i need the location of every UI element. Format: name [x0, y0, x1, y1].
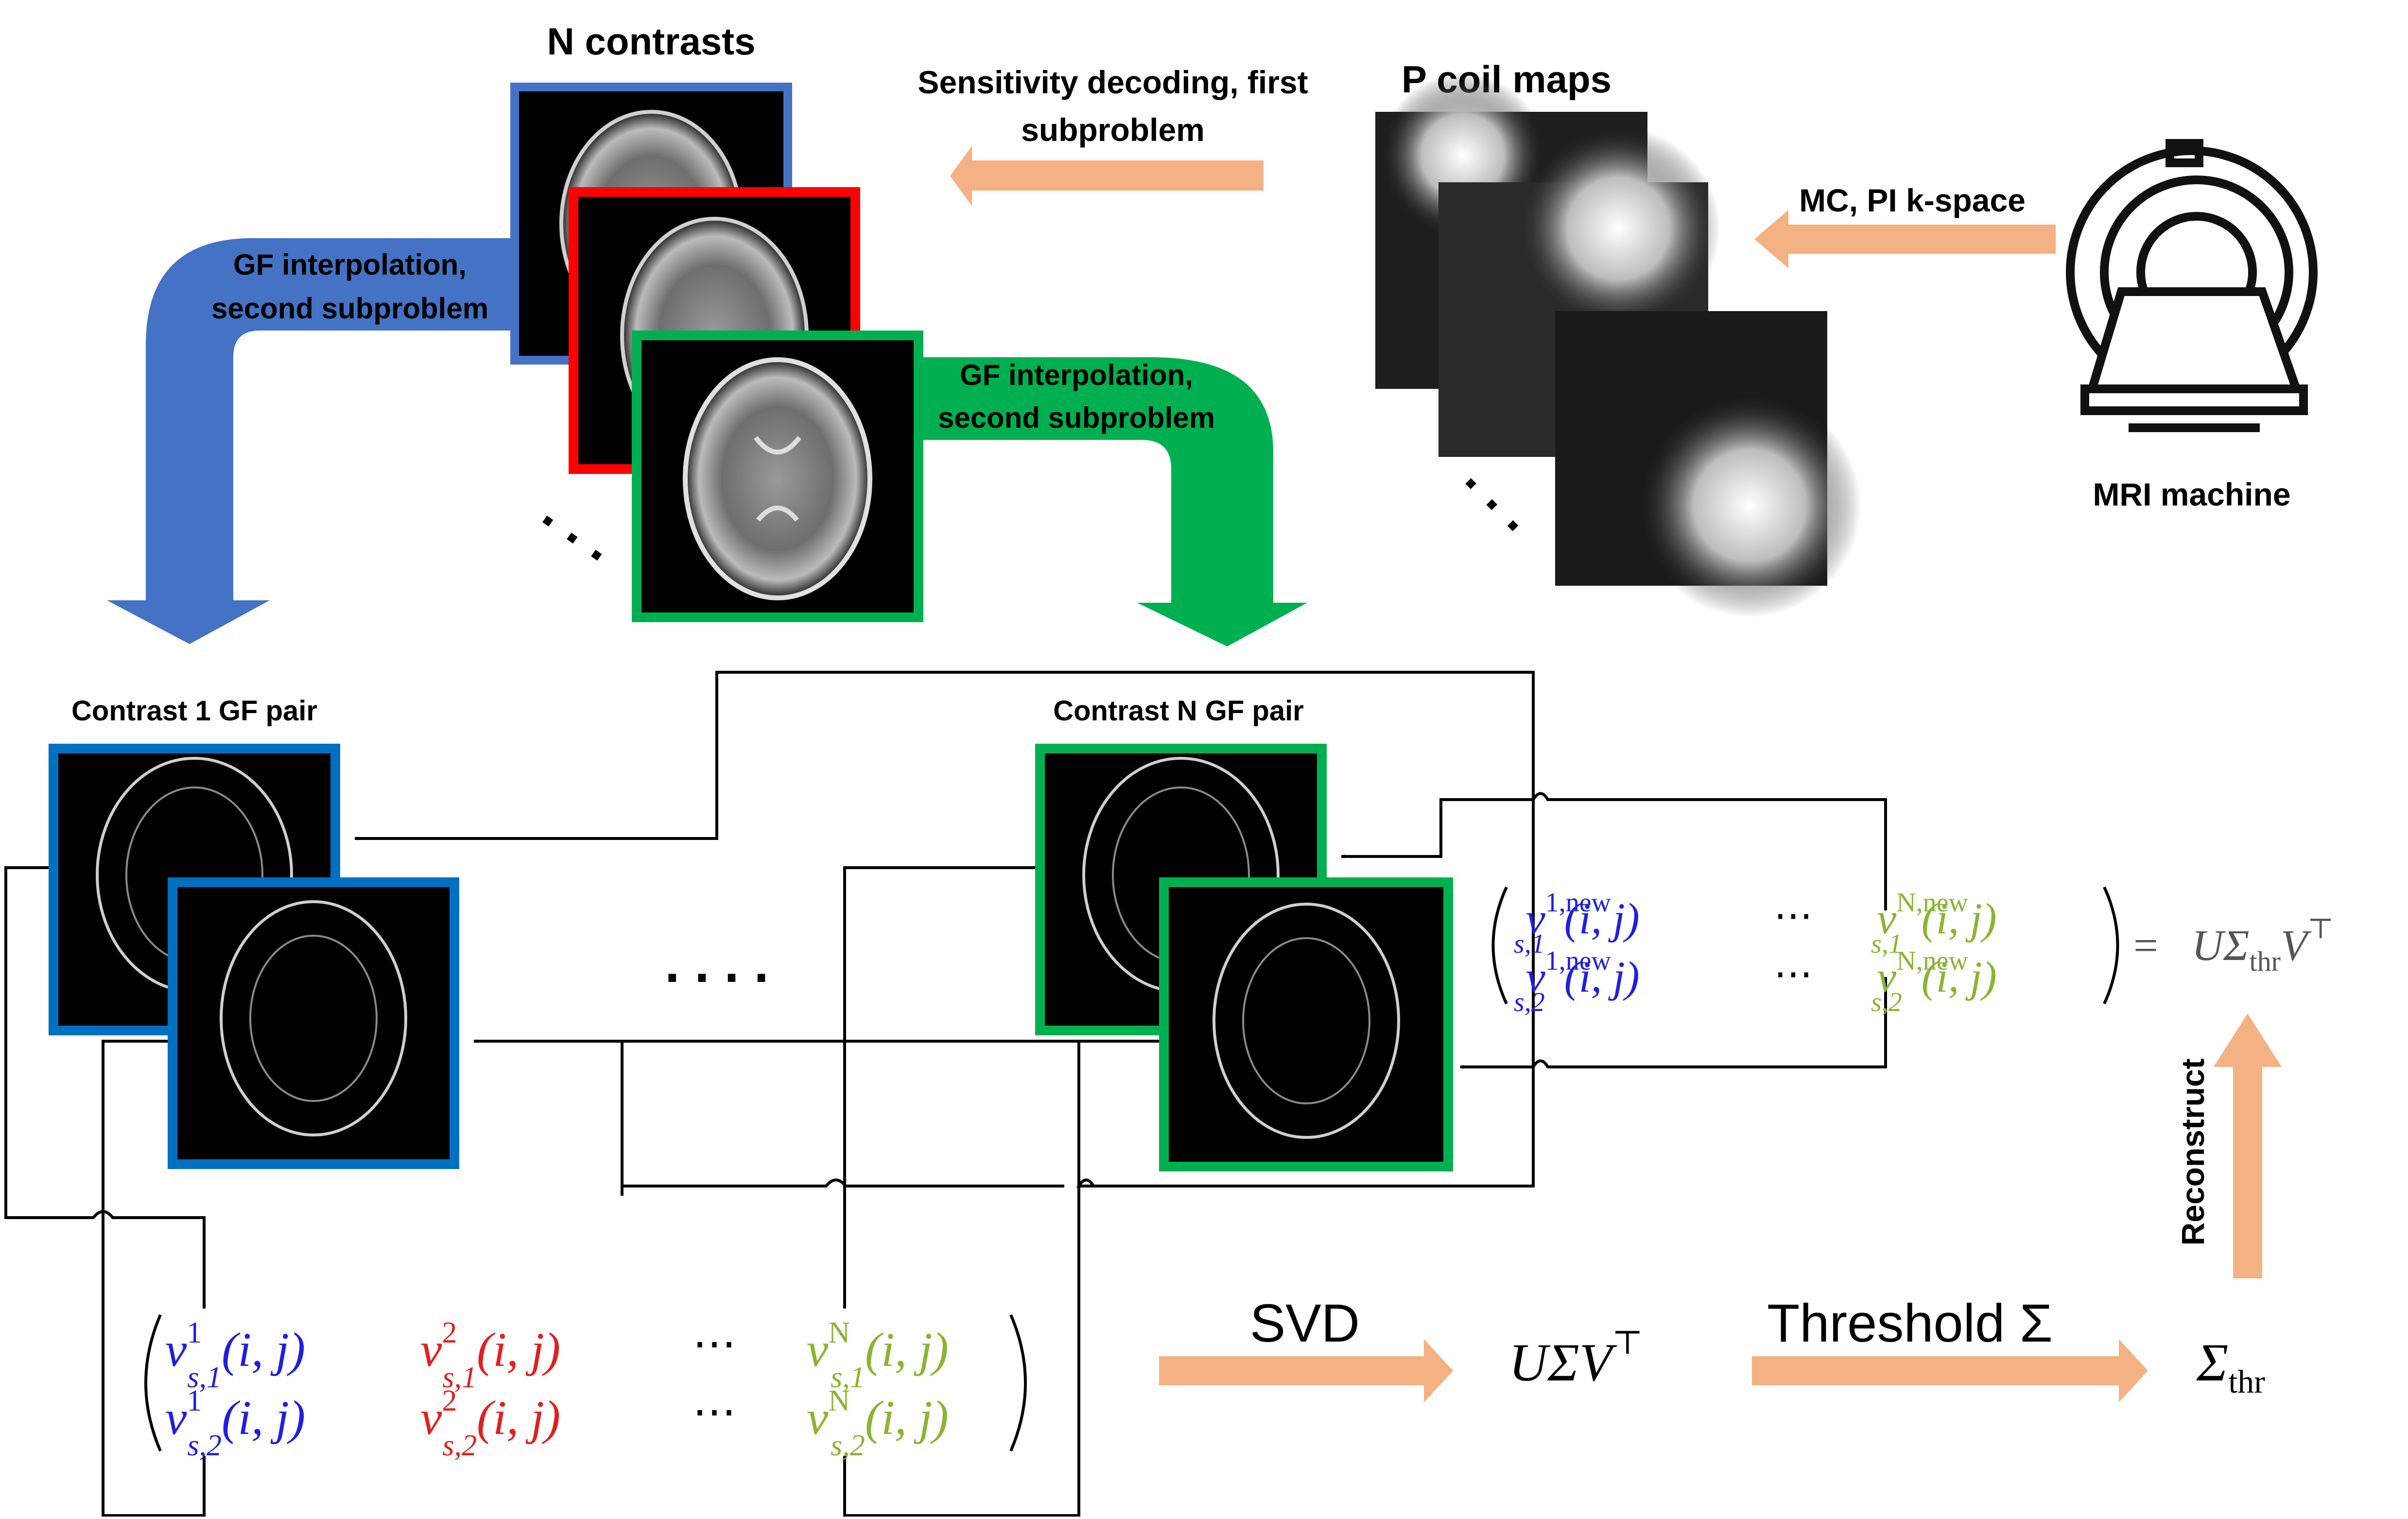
n-contrasts-title: N contrasts	[547, 20, 755, 63]
gf-green-label-1: GF interpolation,	[960, 359, 1193, 391]
sigma-thr: Σthr	[2196, 1333, 2265, 1400]
svg-text:UΣthrV⊤: UΣthrV⊤	[2192, 913, 2334, 977]
svg-text:⋯: ⋯	[1774, 894, 1813, 937]
reconstruct-label: Reconstruct	[2175, 1058, 2211, 1245]
gf-pairN-image-b	[1159, 877, 1453, 1171]
svg-text:=: =	[2133, 922, 2158, 970]
svg-text:⋯: ⋯	[1774, 953, 1813, 995]
svg-text:ν2s,1(i, j): ν2s,1(i, j)	[420, 1316, 560, 1394]
contrast-ellipsis: . . .	[533, 481, 628, 572]
feedback-wires	[4, 671, 1887, 1517]
gf-blue-label-2: second subproblem	[211, 292, 488, 325]
svg-text:νNs,1(i, j): νNs,1(i, j)	[807, 1316, 949, 1394]
sens-decoding-arrow	[950, 146, 1264, 206]
mc-pi-arrow	[1754, 210, 2056, 268]
svd-label: SVD	[1250, 1293, 1360, 1353]
coil-ellipsis: . . .	[1455, 447, 1549, 542]
svg-text:ν1s,2(i, j): ν1s,2(i, j)	[165, 1384, 305, 1462]
gf-pair-ellipsis: . . . .	[665, 934, 769, 994]
contrast-image-green	[632, 331, 923, 622]
sens-decoding-label-1: Sensitivity decoding, first	[918, 64, 1308, 100]
mri-machine-label: MRI machine	[2093, 476, 2290, 512]
threshold-arrow	[1752, 1339, 2148, 1402]
contrast1-gf-pair-title: Contrast 1 GF pair	[71, 695, 317, 727]
svg-text:⋯: ⋯	[693, 1320, 736, 1368]
reconstruct-arrow	[2214, 1013, 2282, 1278]
gf-green-bent-arrow	[918, 357, 1307, 646]
gf-pair1-image-b	[168, 877, 459, 1169]
svd-arrow	[1159, 1339, 1453, 1402]
svg-text:ν2s,2(i, j): ν2s,2(i, j)	[420, 1384, 560, 1462]
sens-decoding-label-2: subproblem	[1021, 112, 1205, 148]
gf-blue-label-1: GF interpolation,	[233, 248, 467, 281]
gf-blue-bent-arrow	[107, 238, 520, 644]
gf-green-label-2: second subproblem	[938, 402, 1215, 434]
usv-decomposition: UΣV⊤	[1509, 1324, 1643, 1392]
svg-text:ν1s,1(i, j): ν1s,1(i, j)	[165, 1316, 305, 1394]
svg-text:νNs,2(i, j): νNs,2(i, j)	[807, 1384, 949, 1462]
contrastN-gf-pair-title: Contrast N GF pair	[1053, 695, 1304, 727]
coil-map-3	[1555, 311, 1861, 617]
svg-text:⋯: ⋯	[693, 1388, 736, 1436]
mri-scanner-icon	[2066, 139, 2318, 432]
mc-pi-label: MC, PI k-space	[1799, 182, 2026, 218]
threshold-label: Threshold Σ	[1767, 1293, 2053, 1353]
